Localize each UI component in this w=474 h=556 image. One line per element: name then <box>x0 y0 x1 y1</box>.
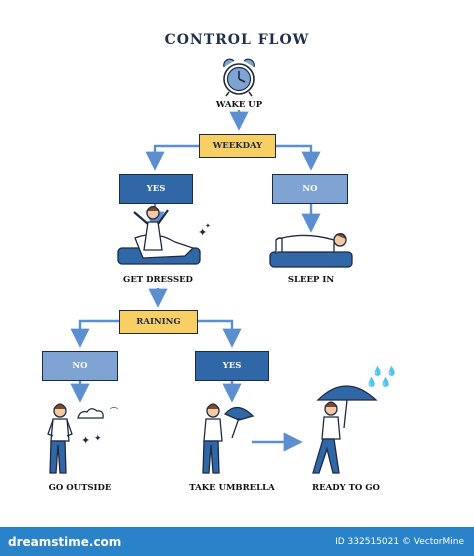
diagram-title: CONTROL FLOW <box>164 32 310 48</box>
flow-arrows <box>70 110 321 452</box>
node-wake-up-label: WAKE UP <box>215 100 263 110</box>
person-with-umbrella-illustration <box>202 403 255 474</box>
node-sleep-in-label: SLEEP IN <box>287 275 335 285</box>
weekday-no-box: NO <box>272 174 348 204</box>
raining-no-box: NO <box>42 351 118 381</box>
weekday-decision-box: WEEKDAY <box>199 134 276 158</box>
svg-text:✦: ✦ <box>198 226 207 239</box>
person-sleeping-illustration <box>269 233 353 268</box>
node-get-dressed-label: GET DRESSED <box>123 275 193 285</box>
node-ready-to-go-label: READY TO GO <box>312 483 380 493</box>
alarm-clock-icon <box>223 58 255 97</box>
arrow-raining-to-no <box>70 319 119 348</box>
weekday-yes-box: YES <box>119 174 193 204</box>
image-id-text: ID 332515021 © VectorMine <box>335 537 464 547</box>
svg-text:💧 💧: 💧 💧 <box>366 376 391 388</box>
person-outside-illustration: ⌒ ✦ ✦ <box>47 403 118 474</box>
raining-decision-box: RAINING <box>119 310 198 334</box>
node-take-umbrella-label: TAKE UMBRELLA <box>189 483 275 493</box>
svg-text:✦: ✦ <box>81 434 90 447</box>
watermark-text: dreamstime.com <box>8 535 122 549</box>
node-go-outside-label: GO OUTSIDE <box>48 483 112 493</box>
svg-text:💧 💧: 💧 💧 <box>372 365 397 377</box>
arrow-raining-to-yes <box>198 319 242 348</box>
raining-yes-box: YES <box>195 351 269 381</box>
person-ready-walking-illustration: 💧 💧 💧 💧 <box>312 365 397 474</box>
svg-text:⌒: ⌒ <box>110 407 118 416</box>
person-waking-in-bed-illustration: ✦ ✦ <box>117 205 211 265</box>
svg-text:✦: ✦ <box>94 434 102 444</box>
arrow-weekday-to-no <box>276 144 321 171</box>
arrow-weekday-to-yes <box>145 144 199 171</box>
footer-bar: dreamstime.com ID 332515021 © VectorMine <box>0 527 474 556</box>
svg-text:✦: ✦ <box>205 222 211 230</box>
